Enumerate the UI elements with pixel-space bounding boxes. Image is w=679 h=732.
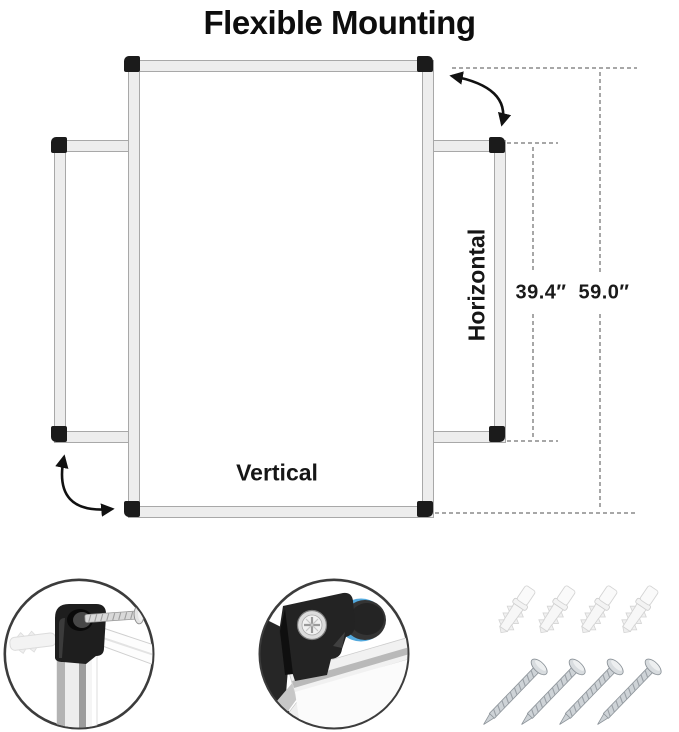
hardware-set bbox=[475, 582, 665, 732]
mounting-screw-icon bbox=[475, 655, 551, 732]
wall-anchor-icon bbox=[615, 582, 663, 639]
corner-cap bbox=[489, 137, 505, 153]
corner-bracket bbox=[55, 604, 107, 664]
rotate-arrow-bottom-left bbox=[55, 454, 115, 517]
corner-cap bbox=[417, 56, 433, 72]
corner-cap bbox=[417, 501, 433, 517]
corner-cap bbox=[124, 501, 140, 517]
vertical-board bbox=[129, 61, 433, 517]
wall-anchor-ghost-icon bbox=[9, 630, 57, 654]
wall-anchor-icon bbox=[492, 582, 540, 639]
mounting-screw-icon bbox=[551, 655, 627, 732]
detail-circle-installed-bracket bbox=[258, 578, 410, 730]
dimension-value-vertical-height: 59.0″ bbox=[576, 281, 632, 305]
corner-cap bbox=[124, 56, 140, 72]
screws-group bbox=[475, 655, 665, 732]
dimension-value-horizontal-height: 39.4″ bbox=[513, 281, 569, 305]
mounting-screw-icon bbox=[589, 655, 665, 732]
wall-anchors-group bbox=[492, 582, 663, 639]
mounting-screw-icon bbox=[513, 655, 589, 732]
detail-circle-anchor-screw bbox=[3, 578, 155, 730]
corner-cap bbox=[51, 137, 67, 153]
page-title: Flexible Mounting bbox=[203, 4, 476, 41]
screw-head-icon bbox=[296, 609, 328, 641]
wall-anchor-icon bbox=[532, 582, 580, 639]
corner-cap bbox=[489, 426, 505, 442]
horizontal-orientation-label: Horizontal bbox=[463, 228, 490, 342]
rotate-arrow-top-right bbox=[449, 71, 512, 127]
corner-cap bbox=[51, 426, 67, 442]
vertical-orientation-label: Vertical bbox=[236, 459, 318, 486]
wall-anchor-icon bbox=[574, 582, 622, 639]
